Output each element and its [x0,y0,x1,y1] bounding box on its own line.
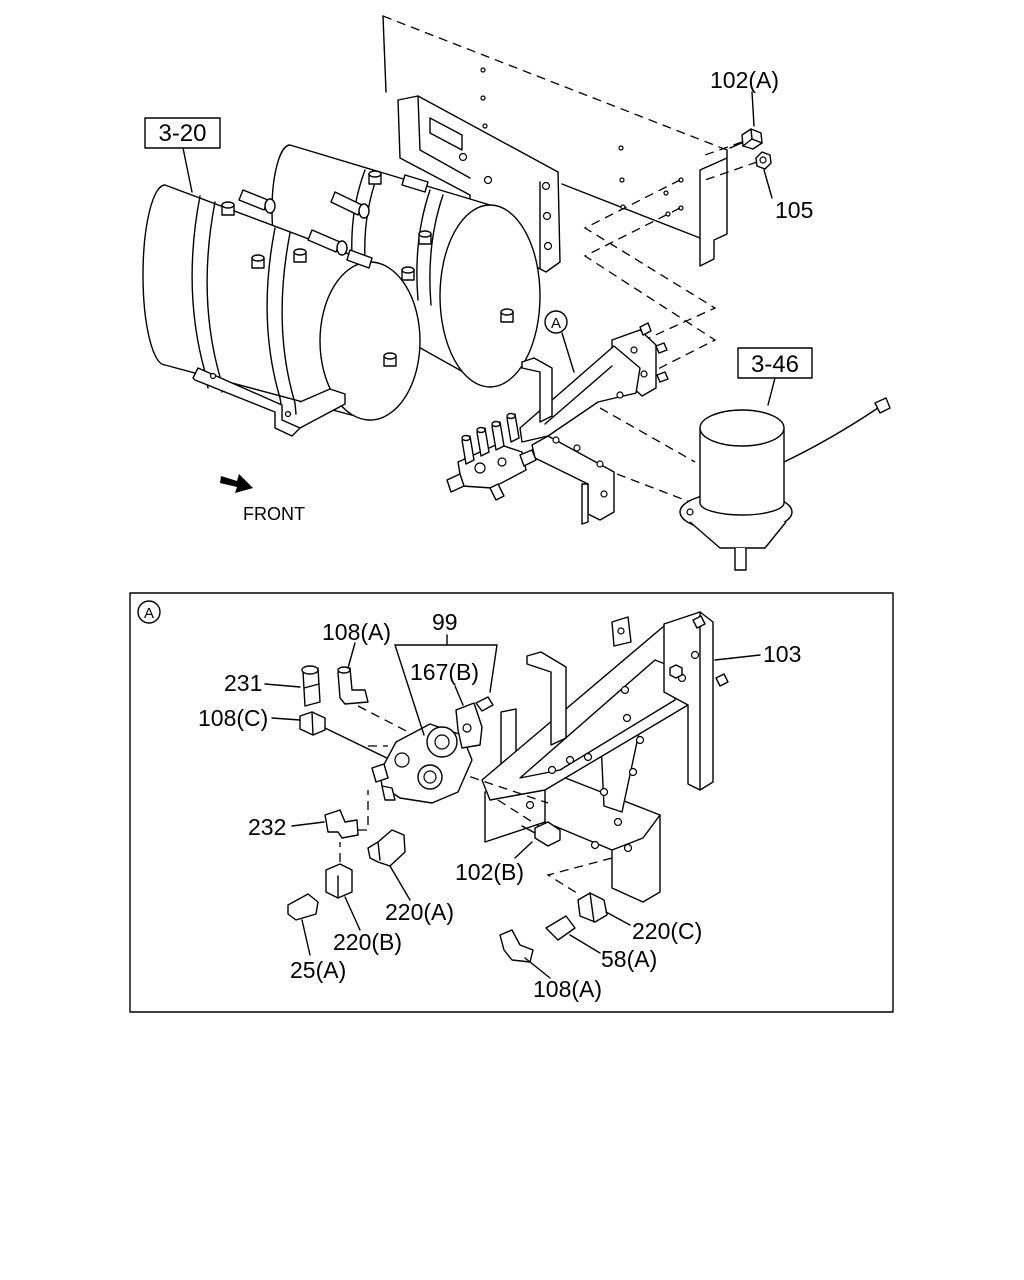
bolt-102b [521,821,561,847]
fitting-220a [367,829,406,867]
ref-box-3-46-label: 3-46 [751,351,799,378]
fitting-108a-bottom [499,929,534,963]
callout-108a-bottom: 108(A) [533,976,602,1002]
fitting-25a [287,893,319,921]
air-tank-front [142,184,421,421]
ref-box-3-46: 3-46 [737,347,813,406]
detail-leader-lines [264,634,761,979]
callout-102a: 102(A) [710,67,779,93]
relay-valve-99 [371,696,494,804]
detail-view-marker: A [137,600,161,624]
detail-marker-a-label: A [551,315,561,332]
detail-view-marker-label: A [144,605,154,622]
fitting-58a [545,915,576,941]
valve-bracket-103 [481,611,729,903]
main-view: FRONT 3-20 3-46 102(A) 105 A [142,15,891,571]
callout-167b: 167(B) [410,659,479,685]
mounting-plate-167b [455,696,494,749]
ref-box-3-20-label: 3-20 [158,120,206,147]
front-arrow-icon [220,474,253,493]
callout-25a: 25(A) [290,957,346,983]
callout-105: 105 [775,197,813,223]
leader-102a [751,91,755,127]
callout-99: 99 [432,609,458,635]
fitting-220b [325,863,353,899]
bolt-102a [729,128,763,150]
tank-base-bracket [192,367,346,437]
valve-cluster [446,412,537,501]
fitting-231 [301,665,321,707]
frame-rail [382,15,728,267]
valve-bracket-assembly [446,322,669,525]
ref-box-3-20: 3-20 [144,117,221,193]
nut-105 [755,151,772,170]
fitting-108a-top [337,666,369,705]
callout-220b: 220(B) [333,929,402,955]
callout-108a-top: 108(A) [322,619,391,645]
callout-220c: 220(C) [632,918,702,944]
detail-dashed-lines [324,705,613,896]
callout-220a: 220(A) [385,899,454,925]
fitting-108c [299,711,326,736]
air-dryer [679,397,891,571]
tank-strap [191,195,297,415]
callout-102b: 102(B) [455,859,524,885]
callout-58a: 58(A) [601,946,657,972]
frame-rail-holes [480,67,684,217]
front-label: FRONT [243,504,305,524]
callout-108c: 108(C) [198,705,268,731]
callout-103: 103 [763,641,801,667]
detail-view-a: A [129,592,894,1013]
callout-232: 232 [248,814,286,840]
leader-105 [763,169,773,199]
tank-fittings [221,170,514,367]
callout-231: 231 [224,670,262,696]
fitting-232 [324,809,359,839]
fitting-220c [577,892,608,923]
detail-frame [129,592,894,1013]
detail-marker-a: A [544,310,575,373]
